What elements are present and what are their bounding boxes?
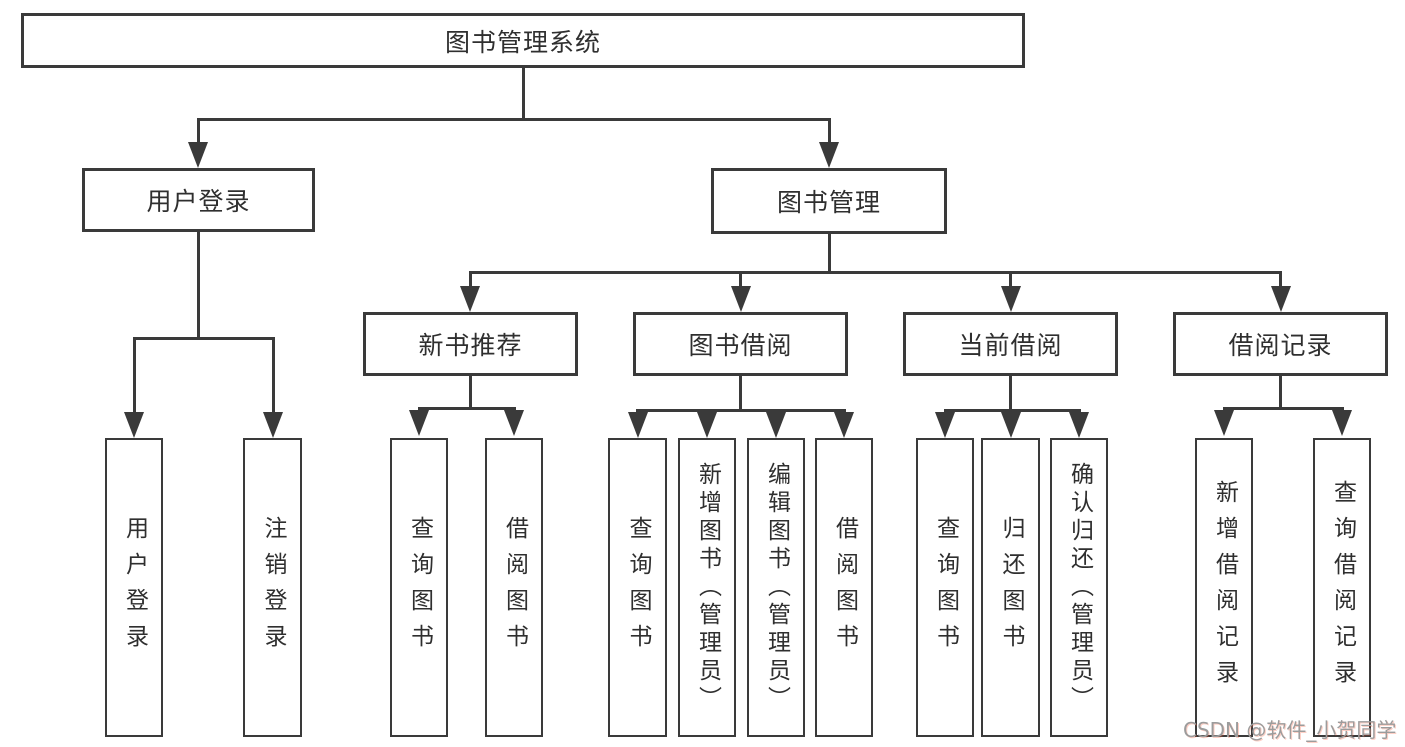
arrowhead-icon [188,142,208,168]
leaf-query-books: 查询图书 [916,438,974,737]
connector-line-v [827,234,831,271]
connector-line-v [468,376,472,407]
connector-line-v [1279,271,1282,286]
arrowhead-icon [409,410,429,436]
leaf-logout: 注销登录 [243,438,302,737]
node-borrowing-records: 借阅记录 [1173,312,1388,376]
arrowhead-icon [1069,412,1089,438]
leaf-query-books: 查询图书 [390,438,448,737]
leaf-label: 新增图书（管理员） [694,461,721,714]
connector-line-h [196,118,831,121]
leaf-label: 查询图书 [625,515,651,660]
connector-line-v [739,271,742,286]
arrowhead-icon [1214,410,1234,436]
csdn-watermark: CSDN @软件_小贺同学 [1183,718,1397,742]
leaf-label: 查询图书 [406,515,433,660]
connector-line-h [468,271,1282,274]
leaf-label: 用户登录 [121,515,148,660]
connector-line-h [417,407,516,410]
leaf-add-borrow-record: 新增借阅记录 [1195,438,1253,737]
leaf-label: 新增借阅记录 [1211,479,1238,696]
leaf-label: 确认归还（管理员） [1066,461,1093,714]
leaf-confirm-return-admin: 确认归还（管理员） [1050,438,1108,737]
leaf-borrow-books: 借阅图书 [485,438,543,737]
arrowhead-icon [819,142,839,168]
node-user-login: 用户登录 [82,168,315,232]
connector-line-v [468,271,472,286]
arrowhead-icon [1270,286,1291,312]
connector-line-h [943,409,1081,412]
connector-line-v [1009,271,1012,286]
arrowhead-icon [1000,286,1021,312]
leaf-edit-books-admin: 编辑图书（管理员） [747,438,805,737]
arrowhead-icon [730,286,751,312]
leaf-label: 查询借阅记录 [1329,479,1356,696]
node-new-book-recommend: 新书推荐 [363,312,578,376]
connector-line-v [1279,376,1282,407]
leaf-label: 借阅图书 [831,515,858,660]
connector-line-v [827,118,831,144]
leaf-label: 归还图书 [998,515,1024,660]
node-book-management: 图书管理 [711,168,947,234]
arrowhead-icon [696,412,717,438]
connector-line-v [739,376,742,409]
connector-line-v [1009,376,1012,409]
leaf-return-books: 归还图书 [981,438,1040,737]
connector-line-v [271,337,275,412]
connector-line-h [636,409,846,412]
leaf-label: 注销登录 [260,515,286,660]
arrowhead-icon [1000,412,1021,438]
connector-line-v [197,232,200,337]
leaf-user-login: 用户登录 [105,438,163,737]
leaf-add-books-admin: 新增图书（管理员） [678,438,736,737]
node-library-system: 图书管理系统 [21,13,1025,68]
arrowhead-icon [262,412,283,438]
leaf-label: 借阅图书 [501,515,528,660]
arrowhead-icon [504,410,524,436]
arrowhead-icon [1331,410,1352,436]
leaf-query-borrow-record: 查询借阅记录 [1313,438,1371,737]
leaf-query-books: 查询图书 [608,438,667,737]
arrowhead-icon [460,286,480,312]
node-current-borrowing: 当前借阅 [903,312,1118,376]
arrowhead-icon [124,412,144,438]
arrowhead-icon [935,412,955,438]
leaf-label: 查询图书 [932,515,959,660]
arrowhead-icon [766,412,786,438]
arrowhead-icon [627,412,648,438]
leaf-label: 编辑图书（管理员） [763,461,790,714]
connector-line-v [196,118,200,144]
connector-line-h [1222,407,1344,410]
connector-line-v [132,337,136,412]
node-book-borrowing: 图书借阅 [633,312,848,376]
connector-line-h [132,337,275,340]
arrowhead-icon [834,412,854,438]
leaf-borrow-books: 借阅图书 [815,438,873,737]
connector-line-v [521,68,525,118]
